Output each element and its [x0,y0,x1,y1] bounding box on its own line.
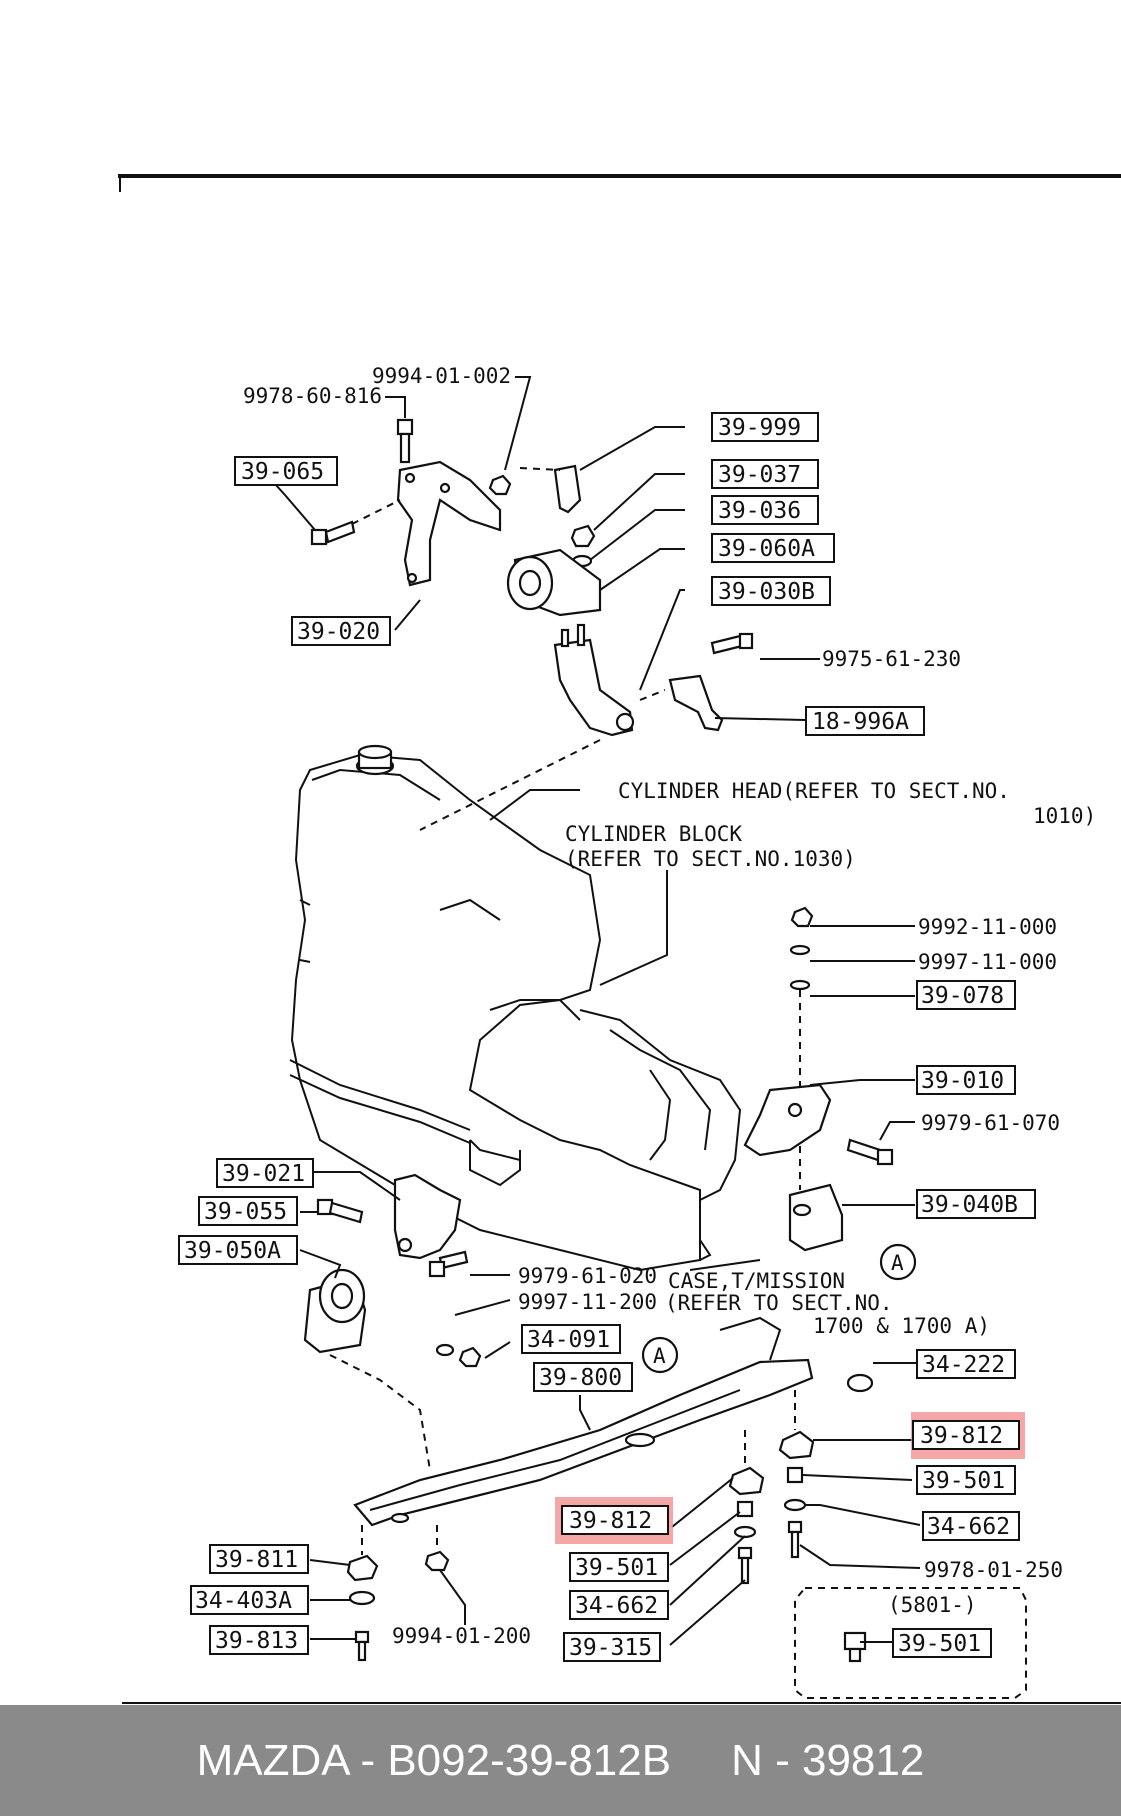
note-cylinder-block-line1: CYLINDER BLOCK [565,822,742,846]
label-39-060A: 39-060A [718,536,815,562]
label-9994-01-200: 9994-01-200 [392,1624,531,1648]
note-case-line2: (REFER TO SECT.NO. [665,1291,893,1315]
label-34-091: 34-091 [527,1327,610,1353]
label-39-036: 39-036 [718,498,801,524]
label-34-662-right: 34-662 [927,1514,1010,1540]
top-mount-drawing [310,418,754,831]
label-39-811: 39-811 [215,1547,298,1573]
bottom-hardware-drawing [346,1373,1027,1699]
part-labels: 9994-01-002 9978-60-816 39-999 39-065 39… [184,364,1063,1661]
label-39-020: 39-020 [297,619,380,645]
label-39-999: 39-999 [718,415,801,441]
right-mount-drawing [743,906,917,1281]
leader-lines [274,376,921,1646]
label-9975-61-230: 9975-61-230 [822,647,961,671]
marker-a-left-letter: A [653,1344,666,1368]
label-39-813: 39-813 [215,1628,298,1654]
caption-bar: MAZDA - B092-39-812B N - 39812 [0,1705,1121,1816]
label-39-501-inset: 39-501 [898,1631,981,1657]
marker-a-right-letter: A [891,1251,904,1275]
label-39-812-mid: 39-812 [569,1508,652,1534]
label-18-996A: 18-996A [812,709,909,735]
label-39-055: 39-055 [204,1199,287,1225]
label-9979-61-070: 9979-61-070 [921,1111,1060,1135]
label-9979-61-020: 9979-61-020 [518,1264,657,1288]
engine-block-drawing [289,744,742,1272]
label-39-800: 39-800 [539,1365,622,1391]
label-34-222: 34-222 [922,1352,1005,1378]
label-9978-60-816: 9978-60-816 [243,384,382,408]
label-39-050A: 39-050A [184,1238,281,1264]
label-39-021: 39-021 [222,1161,305,1187]
label-9992-11-000: 9992-11-000 [918,915,1057,939]
label-39-078: 39-078 [921,983,1004,1009]
label-34-662-mid: 34-662 [575,1593,658,1619]
label-39-501-right: 39-501 [922,1468,1005,1494]
label-39-315: 39-315 [569,1635,652,1661]
label-39-030B: 39-030B [718,579,815,605]
caption-reference-number: N - 39812 [731,1735,925,1785]
marker-a-left-circle [641,1336,679,1374]
left-mount-drawing [303,1173,482,1471]
label-9994-01-002: 9994-01-002 [372,364,511,388]
note-case-line3: 1700 & 1700 A) [813,1314,990,1338]
note-cylinder-head-line1: CYLINDER HEAD(REFER TO SECT.NO. [618,779,1010,803]
note-inset-title: (5801-) [888,1593,977,1617]
label-boxes [178,412,1036,1662]
marker-a-right-circle [879,1243,917,1281]
caption-brand-part-number: MAZDA - B092-39-812B [196,1735,672,1785]
label-39-065: 39-065 [241,459,324,485]
note-cylinder-block-line2: (REFER TO SECT.NO.1030) [565,847,856,871]
label-39-040B: 39-040B [921,1192,1018,1218]
crossmember-drawing [353,1316,814,1527]
note-case-line1: CASE,T/MISSION [668,1269,845,1293]
label-9997-11-200: 9997-11-200 [518,1290,657,1314]
label-34-403A: 34-403A [195,1588,292,1614]
label-39-812-right: 39-812 [920,1423,1003,1449]
label-39-037: 39-037 [718,462,801,488]
reference-notes: CYLINDER HEAD(REFER TO SECT.NO. 1010) CY… [565,779,1096,1617]
label-39-501-mid: 39-501 [575,1555,658,1581]
label-39-010: 39-010 [921,1068,1004,1094]
label-9997-11-000: 9997-11-000 [918,950,1057,974]
label-9978-01-250: 9978-01-250 [924,1558,1063,1582]
note-cylinder-head-line2: 1010) [1033,804,1096,828]
